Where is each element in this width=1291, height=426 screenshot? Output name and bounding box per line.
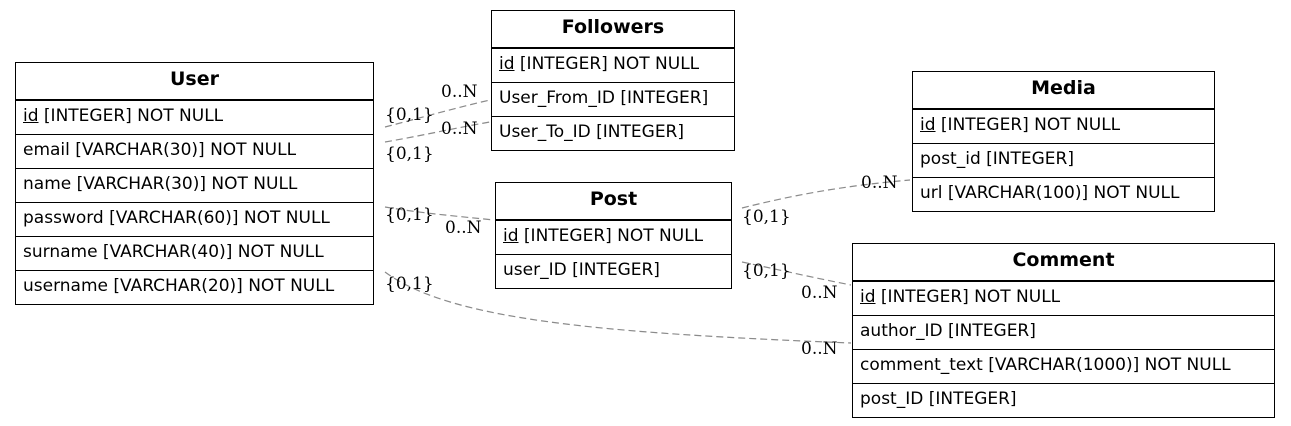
entity-user: User id [INTEGER] NOT NULL email [VARCHA… — [15, 62, 374, 305]
column-row: id [INTEGER] NOT NULL — [16, 100, 373, 134]
column-type: [INTEGER] NOT NULL — [935, 115, 1121, 135]
card-user-comment-to: 0..N — [801, 339, 838, 359]
primary-key: id — [23, 106, 39, 126]
card-post-comment-to: 0..N — [801, 283, 838, 303]
column-row: User_From_ID [INTEGER] — [492, 82, 734, 116]
column-row: User_To_ID [INTEGER] — [492, 116, 734, 150]
column-row: user_ID [INTEGER] — [496, 254, 731, 288]
link-user-followers-2 — [384, 121, 491, 143]
entity-followers: Followers id [INTEGER] NOT NULL User_Fro… — [491, 10, 735, 151]
link-post-media — [741, 179, 911, 209]
card-post-media-to: 0..N — [861, 173, 898, 193]
entity-title: Media — [913, 72, 1214, 109]
primary-key: id — [499, 54, 515, 74]
entity-title: User — [16, 63, 373, 100]
column-type: [INTEGER] NOT NULL — [518, 226, 704, 246]
card-user-followers-1-to: 0..N — [441, 82, 478, 102]
card-user-followers-2-from: {0,1} — [385, 144, 434, 164]
entity-comment: Comment id [INTEGER] NOT NULL author_ID … — [852, 243, 1275, 418]
card-user-post-from: {0,1} — [385, 205, 434, 225]
card-user-followers-2-to: 0..N — [441, 119, 478, 139]
primary-key: id — [860, 287, 876, 307]
card-user-post-to: 0..N — [445, 218, 482, 238]
entity-post: Post id [INTEGER] NOT NULL user_ID [INTE… — [495, 182, 732, 289]
link-post-comment — [741, 261, 852, 286]
column-row: author_ID [INTEGER] — [853, 315, 1274, 349]
column-row: surname [VARCHAR(40)] NOT NULL — [16, 236, 373, 270]
column-type: [INTEGER] NOT NULL — [514, 54, 700, 74]
column-row: comment_text [VARCHAR(1000)] NOT NULL — [853, 349, 1274, 383]
column-row: id [INTEGER] NOT NULL — [853, 281, 1274, 315]
card-post-comment-from: {0,1} — [742, 261, 791, 281]
column-row: url [VARCHAR(100)] NOT NULL — [913, 177, 1214, 211]
column-type: [INTEGER] NOT NULL — [875, 287, 1061, 307]
column-row: email [VARCHAR(30)] NOT NULL — [16, 134, 373, 168]
link-user-followers-1 — [384, 99, 491, 128]
primary-key: id — [503, 226, 519, 246]
card-user-comment-from: {0,1} — [385, 274, 434, 294]
link-user-post — [384, 206, 495, 221]
entity-title: Comment — [853, 244, 1274, 281]
column-row: name [VARCHAR(30)] NOT NULL — [16, 168, 373, 202]
card-post-media-from: {0,1} — [742, 207, 791, 227]
link-user-comment — [384, 271, 852, 344]
column-row: username [VARCHAR(20)] NOT NULL — [16, 270, 373, 304]
entity-title: Post — [496, 183, 731, 220]
entity-media: Media id [INTEGER] NOT NULL post_id [INT… — [912, 71, 1215, 212]
column-row: id [INTEGER] NOT NULL — [492, 48, 734, 82]
column-row: id [INTEGER] NOT NULL — [913, 109, 1214, 143]
column-row: post_ID [INTEGER] — [853, 383, 1274, 417]
primary-key: id — [920, 115, 936, 135]
column-type: [INTEGER] NOT NULL — [38, 106, 224, 126]
column-row: post_id [INTEGER] — [913, 143, 1214, 177]
column-row: password [VARCHAR(60)] NOT NULL — [16, 202, 373, 236]
column-row: id [INTEGER] NOT NULL — [496, 220, 731, 254]
card-user-followers-1-from: {0,1} — [385, 105, 434, 125]
entity-title: Followers — [492, 11, 734, 48]
